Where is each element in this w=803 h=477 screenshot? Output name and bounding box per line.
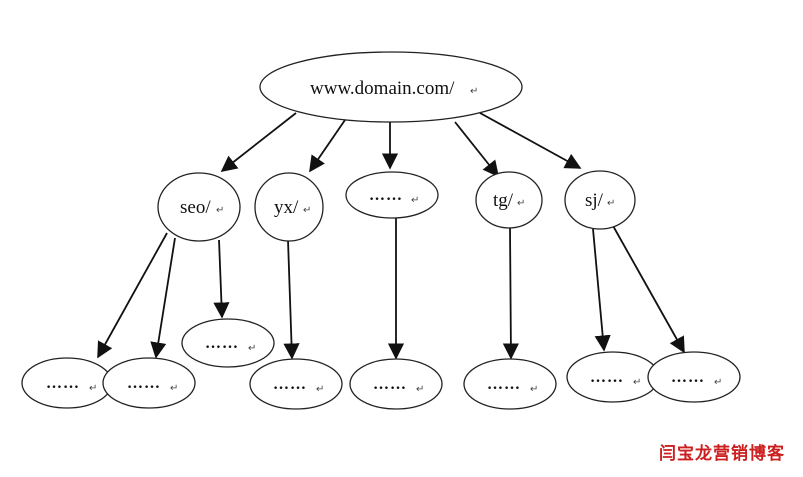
- node-sj-label: sj/: [585, 190, 604, 211]
- leaf-sj-1: …… ↵: [566, 351, 660, 403]
- node-seo: seo/ ↵: [157, 172, 241, 242]
- edge-tg-leaf: [502, 227, 519, 360]
- return-mark: ↵: [607, 198, 615, 209]
- leaf-label: ……: [127, 375, 161, 392]
- return-mark: ↵: [517, 198, 525, 209]
- leaf-label: ……: [590, 369, 624, 386]
- return-mark: ↵: [170, 383, 178, 394]
- leaf-label: ……: [487, 376, 521, 393]
- return-mark: ↵: [248, 343, 256, 354]
- return-mark: ↵: [316, 384, 324, 395]
- node-sj: sj/ ↵: [564, 170, 636, 230]
- edge-seo-leaf-3: [213, 239, 230, 319]
- leaf-edges: [97, 218, 685, 360]
- node-yx: yx/ ↵: [254, 172, 324, 242]
- return-mark: ↵: [303, 205, 311, 216]
- edge-seo-leaf-2: [150, 237, 176, 359]
- leaf-sj-2: …… ↵: [647, 351, 741, 403]
- node-yx-label: yx/: [274, 197, 299, 218]
- return-mark: ↵: [416, 384, 424, 395]
- return-mark: ↵: [216, 205, 224, 216]
- node-dots-label: ……: [369, 187, 403, 204]
- node-dots: …… ↵: [345, 171, 439, 219]
- node-tg-label: tg/: [493, 190, 514, 211]
- edge-sj-leaf-2: [611, 223, 685, 354]
- return-mark: ↵: [470, 86, 478, 97]
- root-edges: [220, 112, 582, 178]
- leaf-label: ……: [671, 369, 705, 386]
- leaf-label: ……: [46, 375, 80, 392]
- watermark-text: 闫宝龙营销博客: [659, 444, 785, 464]
- edge-sj-leaf-1: [592, 228, 611, 352]
- node-tg: tg/ ↵: [475, 171, 543, 229]
- edge-seo-leaf-1: [97, 232, 168, 359]
- node-seo-label: seo/: [180, 197, 211, 218]
- edge-root-yx: [309, 119, 346, 173]
- return-mark: ↵: [633, 377, 641, 388]
- leaf-seo-2: …… ↵: [102, 357, 196, 409]
- edge-root-tg: [454, 121, 500, 178]
- leaf-seo-3: …… ↵: [181, 318, 275, 368]
- root-label: www.domain.com/: [310, 78, 455, 99]
- leaf-tg: …… ↵: [463, 358, 557, 410]
- leaf-label: ……: [205, 335, 239, 352]
- return-mark: ↵: [530, 384, 538, 395]
- root-node: www.domain.com/ ↵: [259, 51, 523, 123]
- edge-root-seo: [220, 112, 297, 172]
- edge-root-sj: [479, 112, 582, 169]
- leaf-label: ……: [373, 376, 407, 393]
- return-mark: ↵: [89, 383, 97, 394]
- edge-yx-leaf: [283, 239, 300, 360]
- return-mark: ↵: [714, 377, 722, 388]
- return-mark: ↵: [411, 195, 419, 206]
- leaf-dots: …… ↵: [349, 358, 443, 410]
- leaf-label: ……: [273, 376, 307, 393]
- leaf-seo-1: …… ↵: [21, 357, 113, 409]
- leaf-yx: …… ↵: [249, 358, 343, 410]
